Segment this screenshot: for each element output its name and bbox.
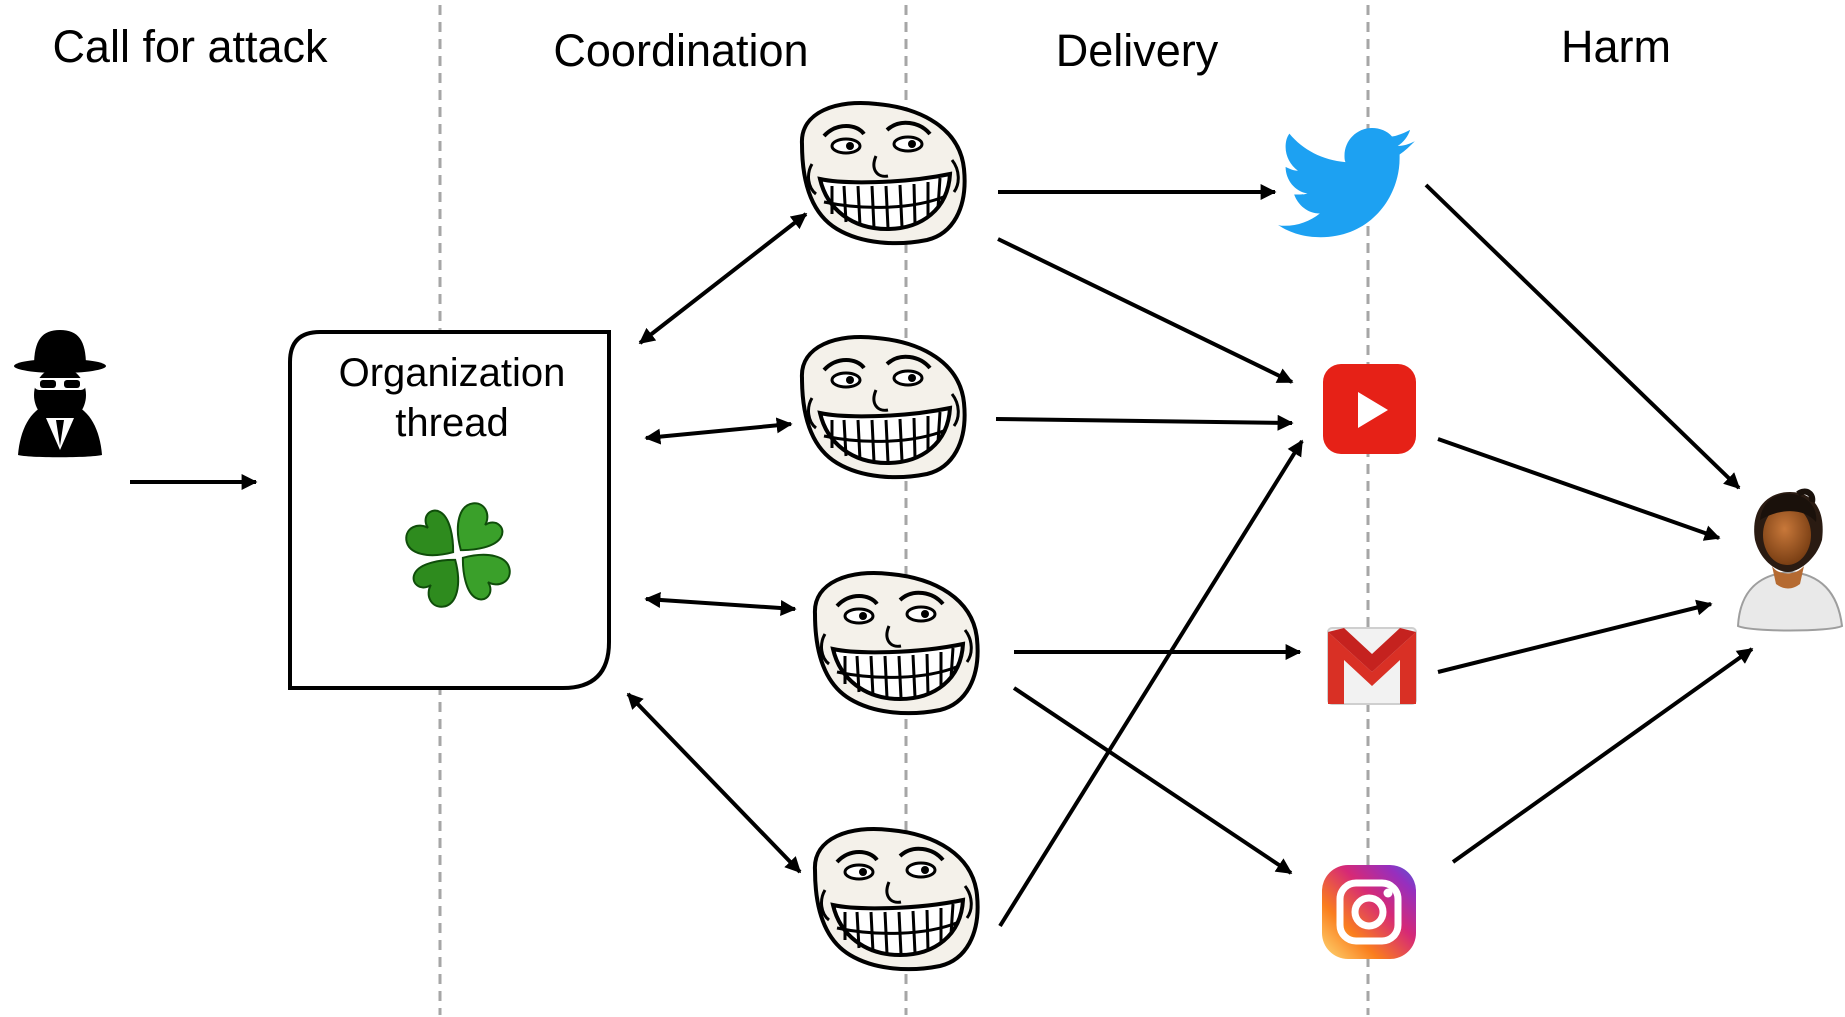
phase-title-delivery: Delivery (1056, 25, 1219, 76)
phase-title-call-for-attack: Call for attack (52, 21, 328, 72)
troll-face-icon (812, 826, 980, 972)
organization-thread-label-line2: thread (395, 401, 508, 445)
arrow-twitter-victim (1424, 183, 1741, 490)
arrow-thread-troll4 (626, 692, 802, 874)
arrow-troll3-instagram (1012, 686, 1293, 875)
arrow-thread-troll2 (644, 417, 793, 445)
arrow-thread-troll3 (644, 591, 797, 617)
phase-title-harm: Harm (1561, 21, 1671, 72)
arrow-troll4-youtube (998, 439, 1304, 928)
organization-thread-label-line1: Organization (339, 351, 566, 395)
clover-icon (405, 502, 511, 608)
organization-thread-box: Organization thread (288, 330, 611, 690)
arrow-thread-troll1 (638, 212, 808, 345)
troll-face-icon (799, 100, 967, 246)
arrow-gmail-victim (1437, 599, 1713, 674)
victim-avatar-icon (1736, 488, 1844, 632)
troll-face-icon (799, 334, 967, 480)
instagram-icon (1322, 865, 1416, 959)
arrow-troll2-youtube (995, 414, 1294, 431)
spy-icon (14, 330, 106, 458)
gmail-icon (1327, 627, 1417, 705)
arrow-youtube-victim (1437, 437, 1721, 541)
phase-title-coordination: Coordination (553, 25, 808, 76)
troll-face-icon (812, 570, 980, 716)
arrow-instagram-victim (1451, 647, 1754, 864)
arrow-troll1-youtube (997, 237, 1294, 384)
twitter-icon (1278, 127, 1415, 238)
youtube-icon (1323, 364, 1416, 454)
